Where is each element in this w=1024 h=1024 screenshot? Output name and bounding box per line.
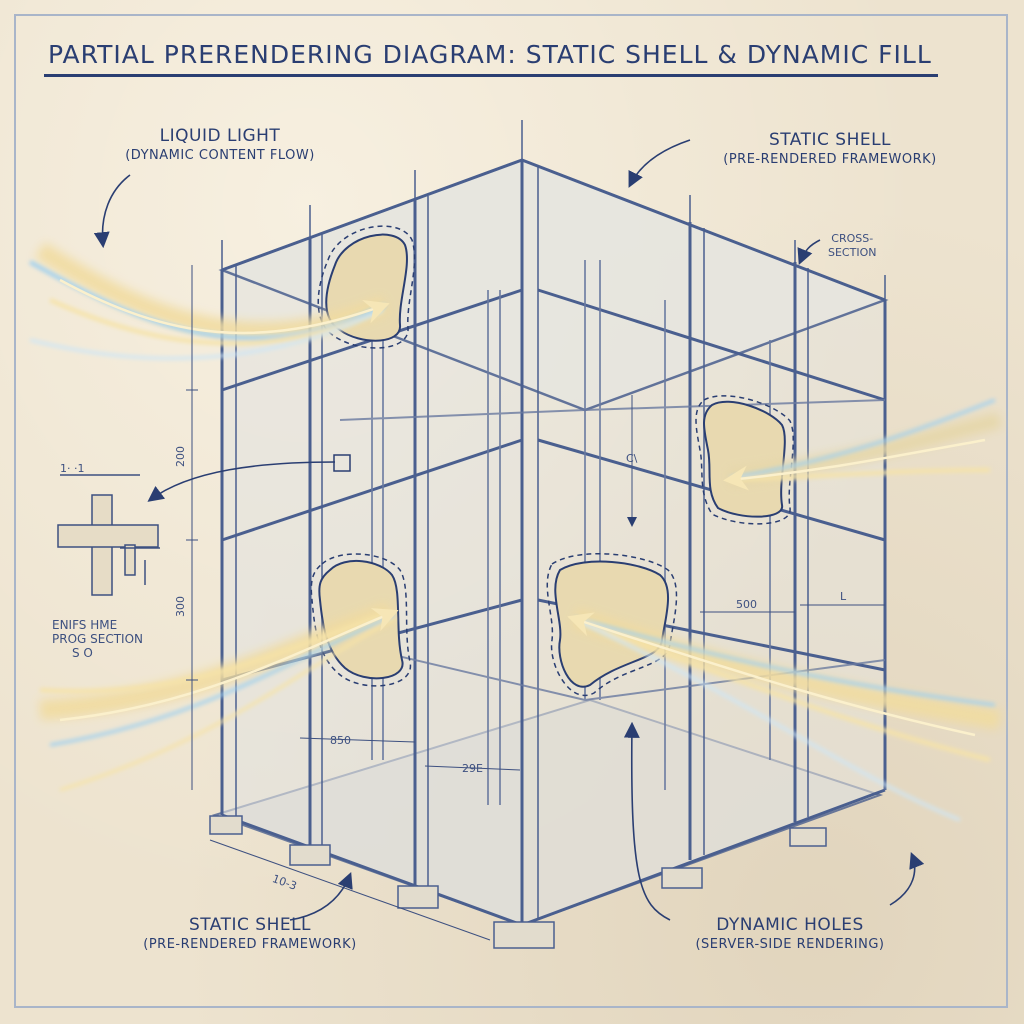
- hole-dashed-outlines: [310, 225, 794, 697]
- detail-section-drawing: [57, 474, 160, 596]
- detail-marker: [333, 454, 351, 472]
- diagram-title: PARTIAL PRERENDERING DIAGRAM: STATIC SHE…: [48, 40, 932, 69]
- flow-arrow-top-left: [59, 278, 390, 335]
- label-cross-section: CROSS- SECTION: [828, 232, 877, 259]
- drawing-border: [14, 14, 1008, 1008]
- label-static-shell-top: STATIC SHELL (PRE-RENDERED FRAMEWORK): [723, 130, 937, 167]
- label-liquid-light: LIQUID LIGHT (DYNAMIC CONTENT FLOW): [125, 126, 315, 163]
- liquid-light-flows: [29, 242, 1002, 822]
- hole-mid-right: [703, 400, 786, 518]
- label-dynamic-holes: DYNAMIC HOLES (SERVER-SIDE RENDERING): [695, 915, 885, 952]
- flow-arrow-mid-right: [723, 438, 986, 491]
- dim-bottom-b: 29E: [462, 762, 483, 775]
- dim-right-l: L: [840, 590, 847, 603]
- title-underline: [44, 74, 938, 77]
- dim-bottom-a: 850: [330, 734, 351, 747]
- label-static-shell-bottom: STATIC SHELL (PRE-RENDERED FRAMEWORK): [143, 915, 357, 952]
- foundation-pads: [209, 815, 827, 949]
- dim-interior: C\: [626, 452, 638, 465]
- dim-detail-top: 1· ·1: [60, 462, 85, 475]
- dim-left-lower: 300: [174, 596, 187, 617]
- dimension-lines: [186, 265, 885, 941]
- label-detail-section: ENIFS HME PROG SECTION S O: [52, 618, 144, 660]
- left-face-frame: [220, 158, 539, 927]
- dim-mid-right: 500: [736, 598, 757, 611]
- dim-left-upper: 200: [174, 446, 187, 467]
- flow-arrow-lower-left: [59, 608, 399, 722]
- flow-arrow-lower-center: [567, 612, 976, 737]
- annotation-arrows: [93, 139, 925, 921]
- rebar-tips: [221, 120, 886, 300]
